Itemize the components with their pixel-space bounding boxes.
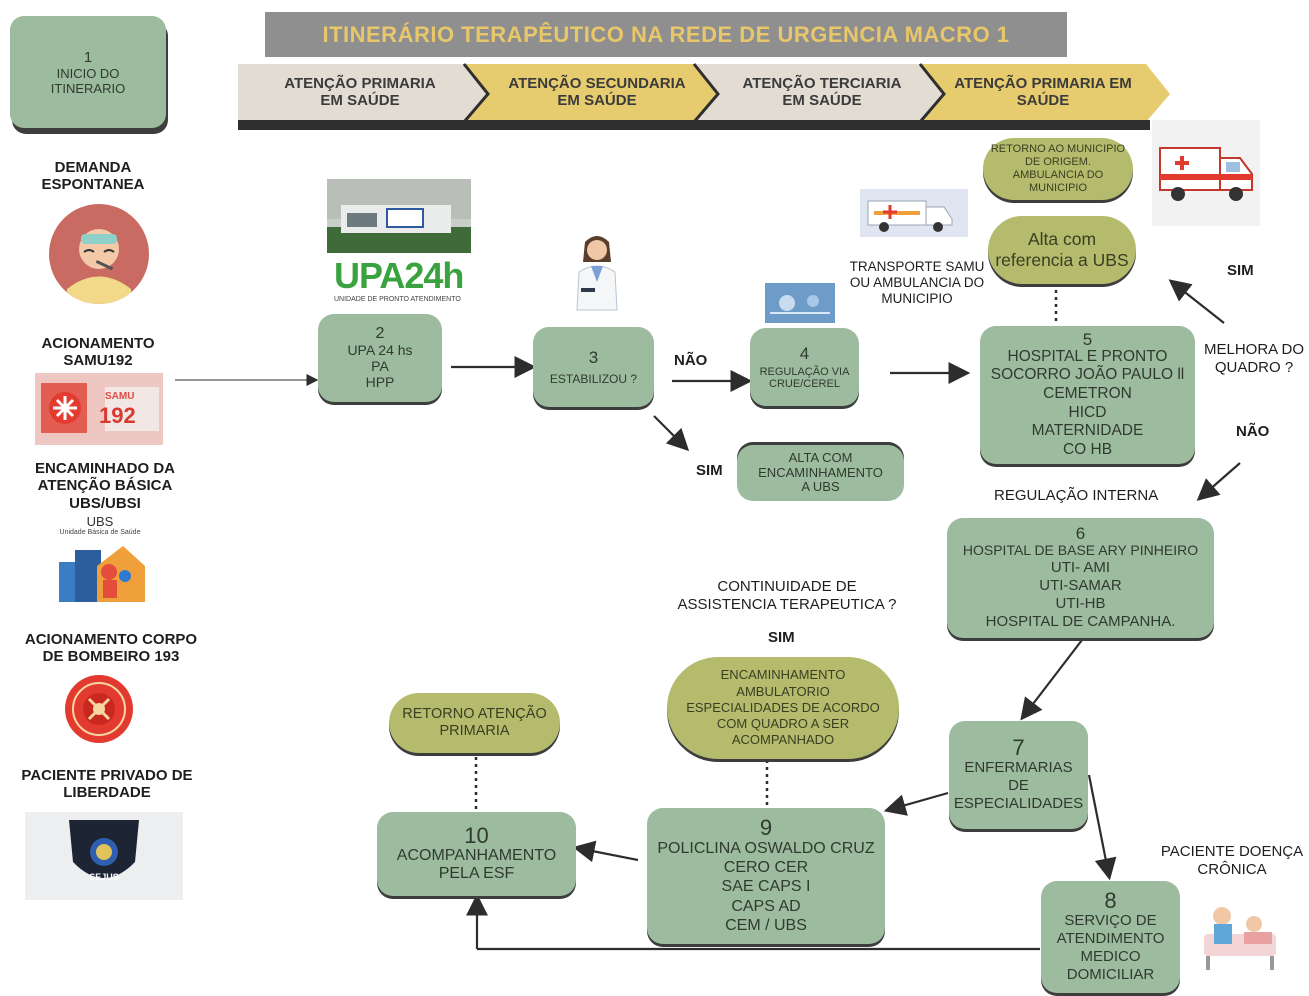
upa-logo: UPA24h UNIDADE DE PRONTO ATENDIMENTO <box>334 258 474 308</box>
upa-building-photo <box>327 179 471 253</box>
node-10-acompanhamento: 10 ACOMPANHAMENTO PELA ESF <box>377 812 576 896</box>
fire-department-badge-icon <box>64 674 134 744</box>
ambulance-icon-small <box>860 189 968 237</box>
sejus-logo-text: SEJUS <box>89 872 119 882</box>
sick-person-icon <box>49 204 149 304</box>
node-3-estabilizou: 3 ESTABILIZOU ? <box>533 327 654 407</box>
node-5-hospital: 5 HOSPITAL E PRONTO SOCORRO JOÃO PAULO l… <box>980 326 1195 464</box>
label-sim-1: SIM <box>696 462 723 479</box>
doctor-icon <box>567 232 627 312</box>
regulation-photo <box>765 283 835 323</box>
node-7-enfermarias: 7 ENFERMARIAS DE ESPECIALIDADES <box>949 721 1088 829</box>
chronic-patient-icon <box>1196 894 1282 974</box>
page-title: ITINERÁRIO TERAPÊUTICO NA REDE DE URGENC… <box>322 21 1010 47</box>
pill-retorno-municipio: RETORNO AO MUNICIPIO DE ORIGEM. AMBULANC… <box>983 138 1133 200</box>
node-6-hospital-base: 6 HOSPITAL DE BASE ARY PINHEIRO UTI- AMI… <box>947 518 1214 638</box>
upa-logo-subtitle: UNIDADE DE PRONTO ATENDIMENTO <box>334 296 461 303</box>
label-doenca-cronica: PACIENTE DOENÇA CRÔNICA <box>1160 843 1304 878</box>
upa-logo-text: UPA24h <box>334 255 464 296</box>
samu-badge-text: SAMU <box>105 391 135 402</box>
ubs-logo-subtitle: Unidade Básica de Saúde <box>59 529 141 536</box>
label-sim-continuidade: SIM <box>768 629 795 646</box>
label-melhora: MELHORA DO QUADRO ? <box>1203 341 1305 376</box>
label-sim-top: SIM <box>1227 262 1254 279</box>
label-transporte: TRANSPORTE SAMU OU AMBULANCIA DO MUNICIP… <box>849 259 985 307</box>
pill-encaminhamento: ENCAMINHAMENTO AMBULATORIO ESPECIALIDADE… <box>667 657 899 759</box>
sejus-logo: SEJUS <box>25 812 183 900</box>
ubs-logo: UBS Unidade Básica de Saúde <box>53 514 147 610</box>
pill-retorno-atencao: RETORNO ATENÇÃO PRIMARIA <box>389 693 560 753</box>
node-8-domiciliar: 8 SERVIÇO DE ATENDIMENTO MEDICO DOMICILI… <box>1041 881 1180 993</box>
alta-ubs-box: ALTA COM ENCAMINHAMENTO A UBS <box>737 445 904 501</box>
title-banner: ITINERÁRIO TERAPÊUTICO NA REDE DE URGENC… <box>265 12 1067 57</box>
stage-chevrons <box>238 63 1170 130</box>
ambulance-icon-large <box>1152 120 1260 226</box>
node-9-policlinica: 9 POLICLINA OSWALDO CRUZ CERO CER SAE CA… <box>647 808 885 944</box>
label-continuidade: CONTINUIDADE DE ASSISTENCIA TERAPEUTICA … <box>677 578 897 613</box>
start-box: 1 INICIO DO ITINERARIO <box>10 16 166 128</box>
node-4-regulacao: 4 REGULAÇÃO VIA CRUE/CEREL <box>750 328 859 406</box>
samu-logo: SAMU 192 <box>35 373 163 445</box>
ubs-logo-title: UBS <box>86 514 114 529</box>
label-nao-1: NÃO <box>674 352 708 369</box>
samu-number-text: 192 <box>99 403 136 428</box>
label-nao-2: NÃO <box>1236 423 1270 440</box>
pill-alta-referencia: Alta com referencia a UBS <box>988 216 1136 284</box>
label-regulacao-interna: REGULAÇÃO INTERNA <box>994 487 1159 504</box>
node-2-upa: 2 UPA 24 hs PA HPP <box>318 314 442 402</box>
